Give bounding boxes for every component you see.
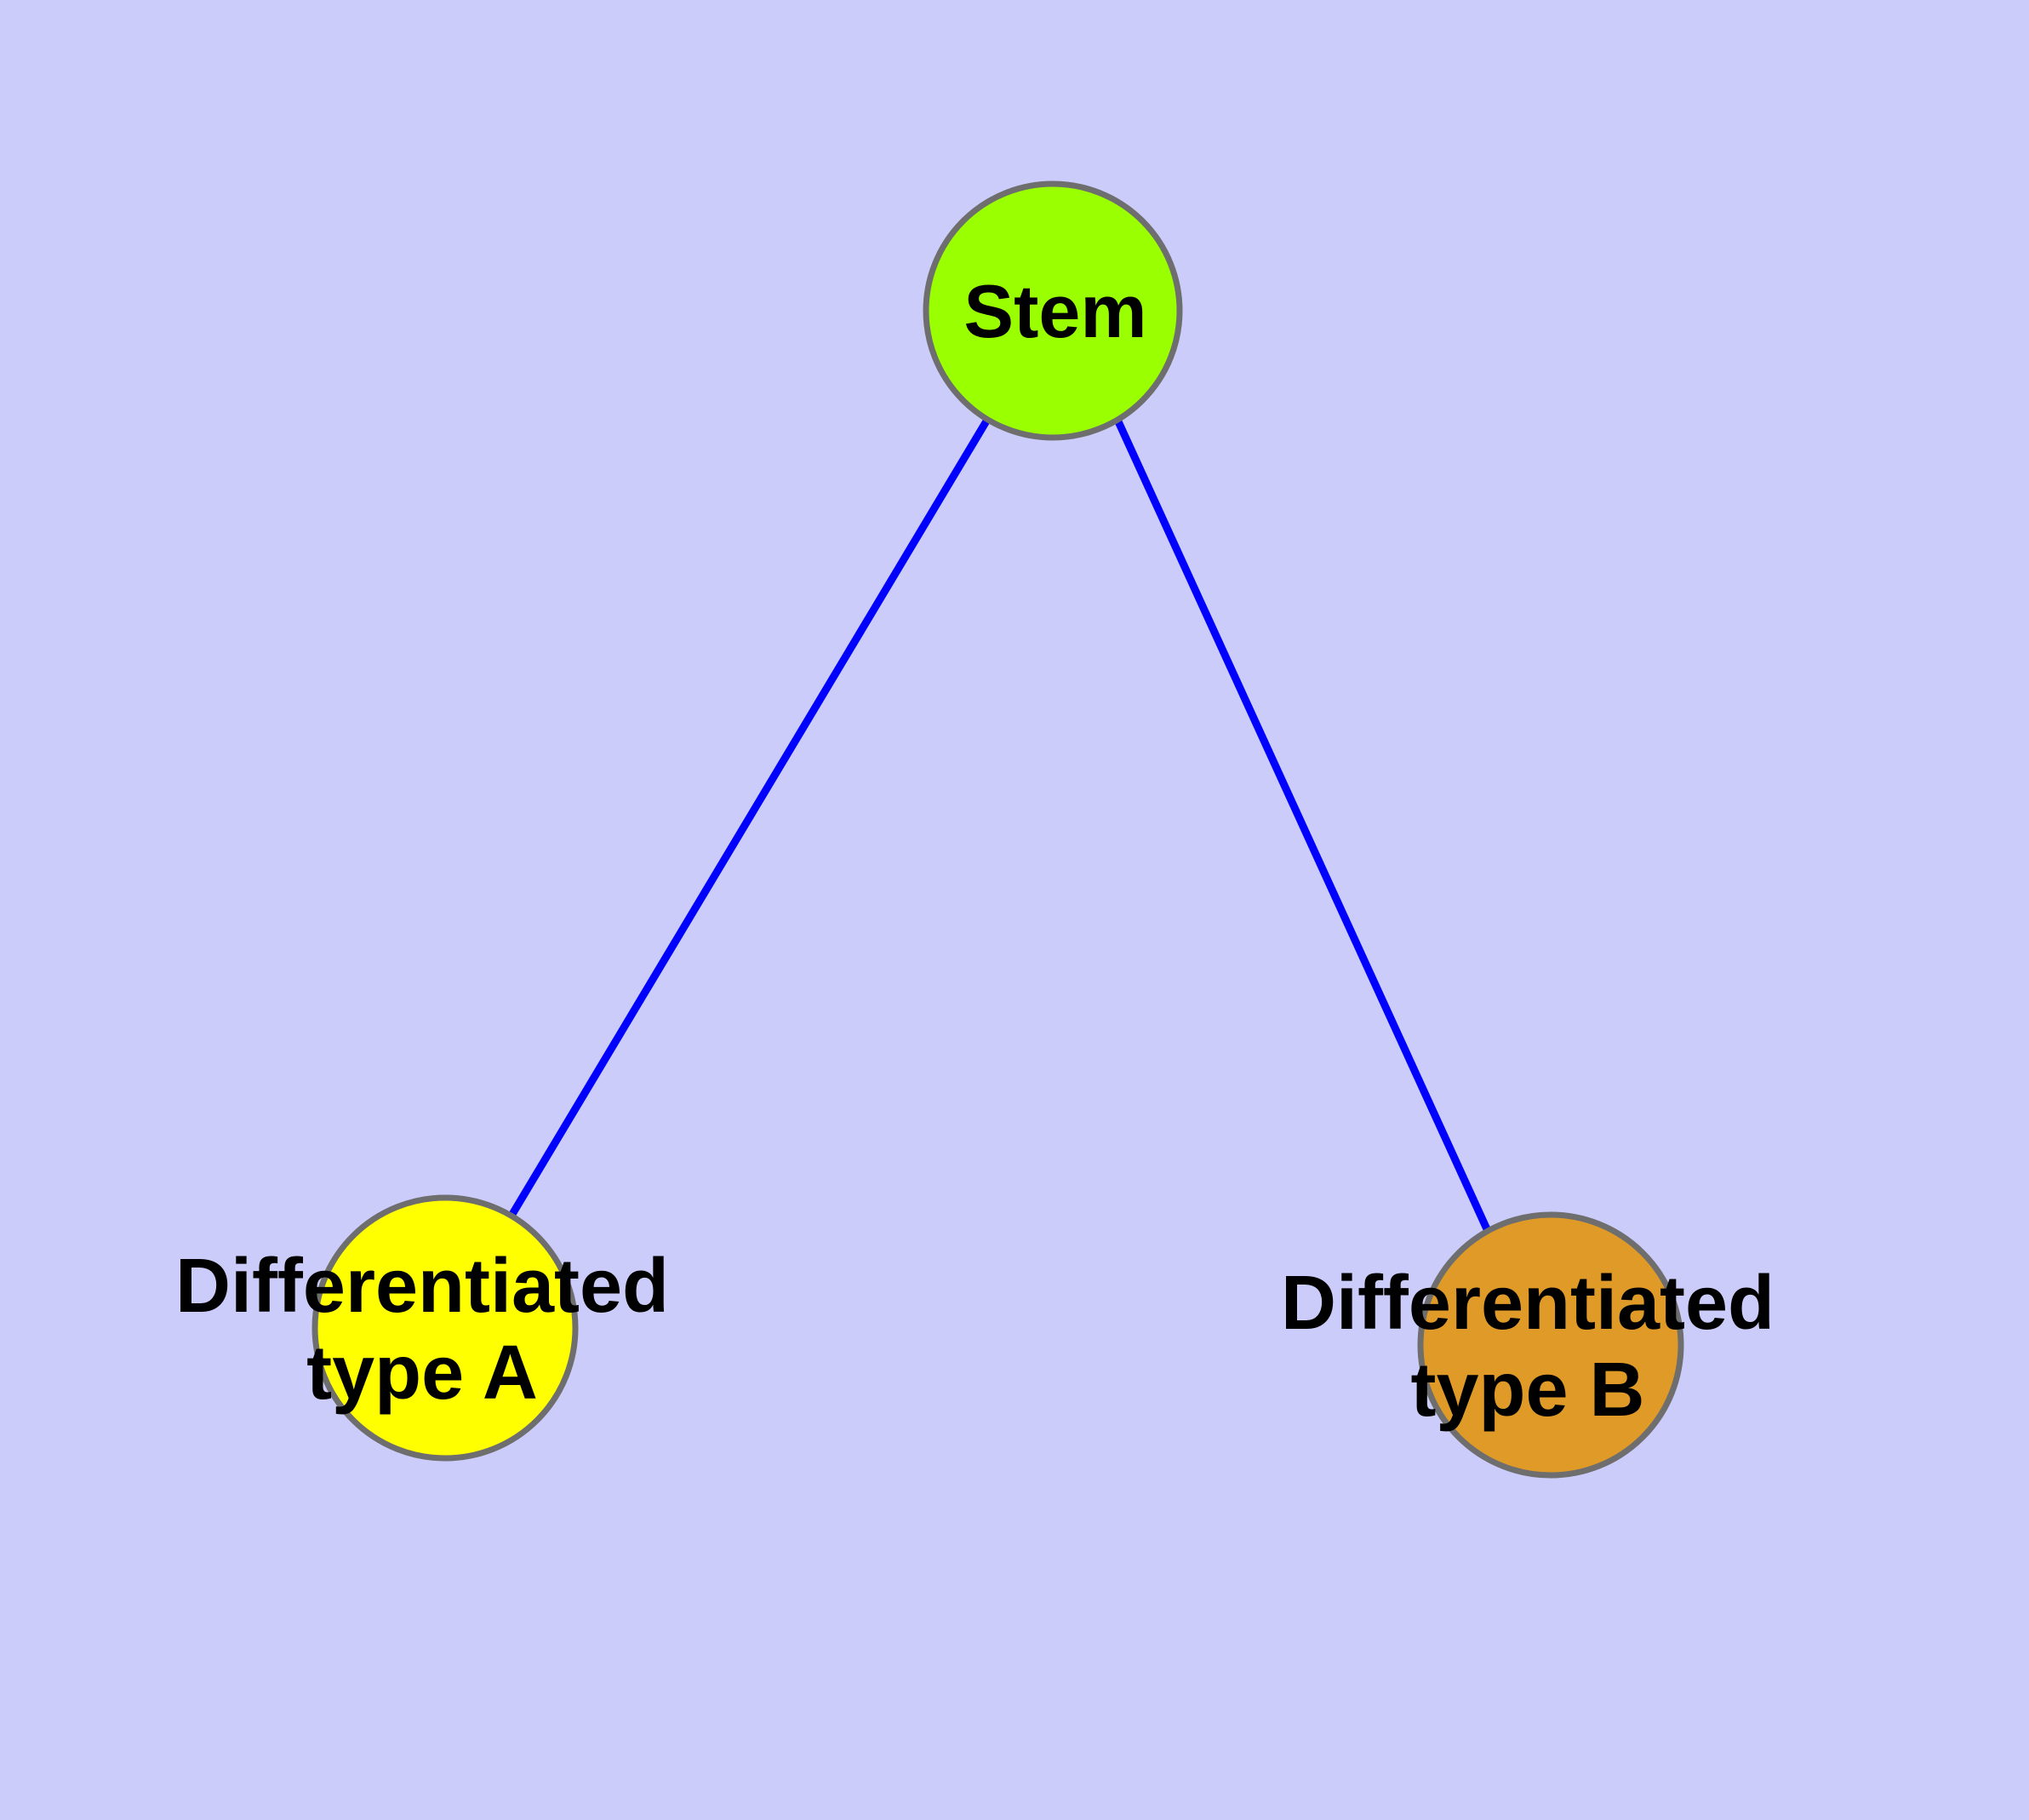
label-line: Differentiated <box>1281 1261 1775 1346</box>
label-line: Differentiated <box>175 1244 669 1329</box>
nodes-layer <box>311 180 1684 1479</box>
node-differentiated-type-b-circle[interactable] <box>1417 1211 1684 1479</box>
label-line: type B <box>1410 1348 1644 1433</box>
label-line: Stem <box>963 269 1146 353</box>
label-line: type A <box>306 1331 538 1416</box>
edges-layer <box>508 417 1492 1233</box>
edge-stem-to-type-b[interactable] <box>1113 418 1492 1233</box>
node-differentiated-type-a-circle[interactable] <box>311 1194 579 1462</box>
node-stem[interactable] <box>923 180 1183 441</box>
node-differentiated-type-a[interactable] <box>311 1194 579 1462</box>
edge-stem-to-type-a[interactable] <box>508 417 991 1218</box>
node-differentiated-type-b[interactable] <box>1417 1211 1684 1479</box>
node-stem-label: Stem <box>963 269 1146 353</box>
node-stem-circle[interactable] <box>923 180 1183 441</box>
